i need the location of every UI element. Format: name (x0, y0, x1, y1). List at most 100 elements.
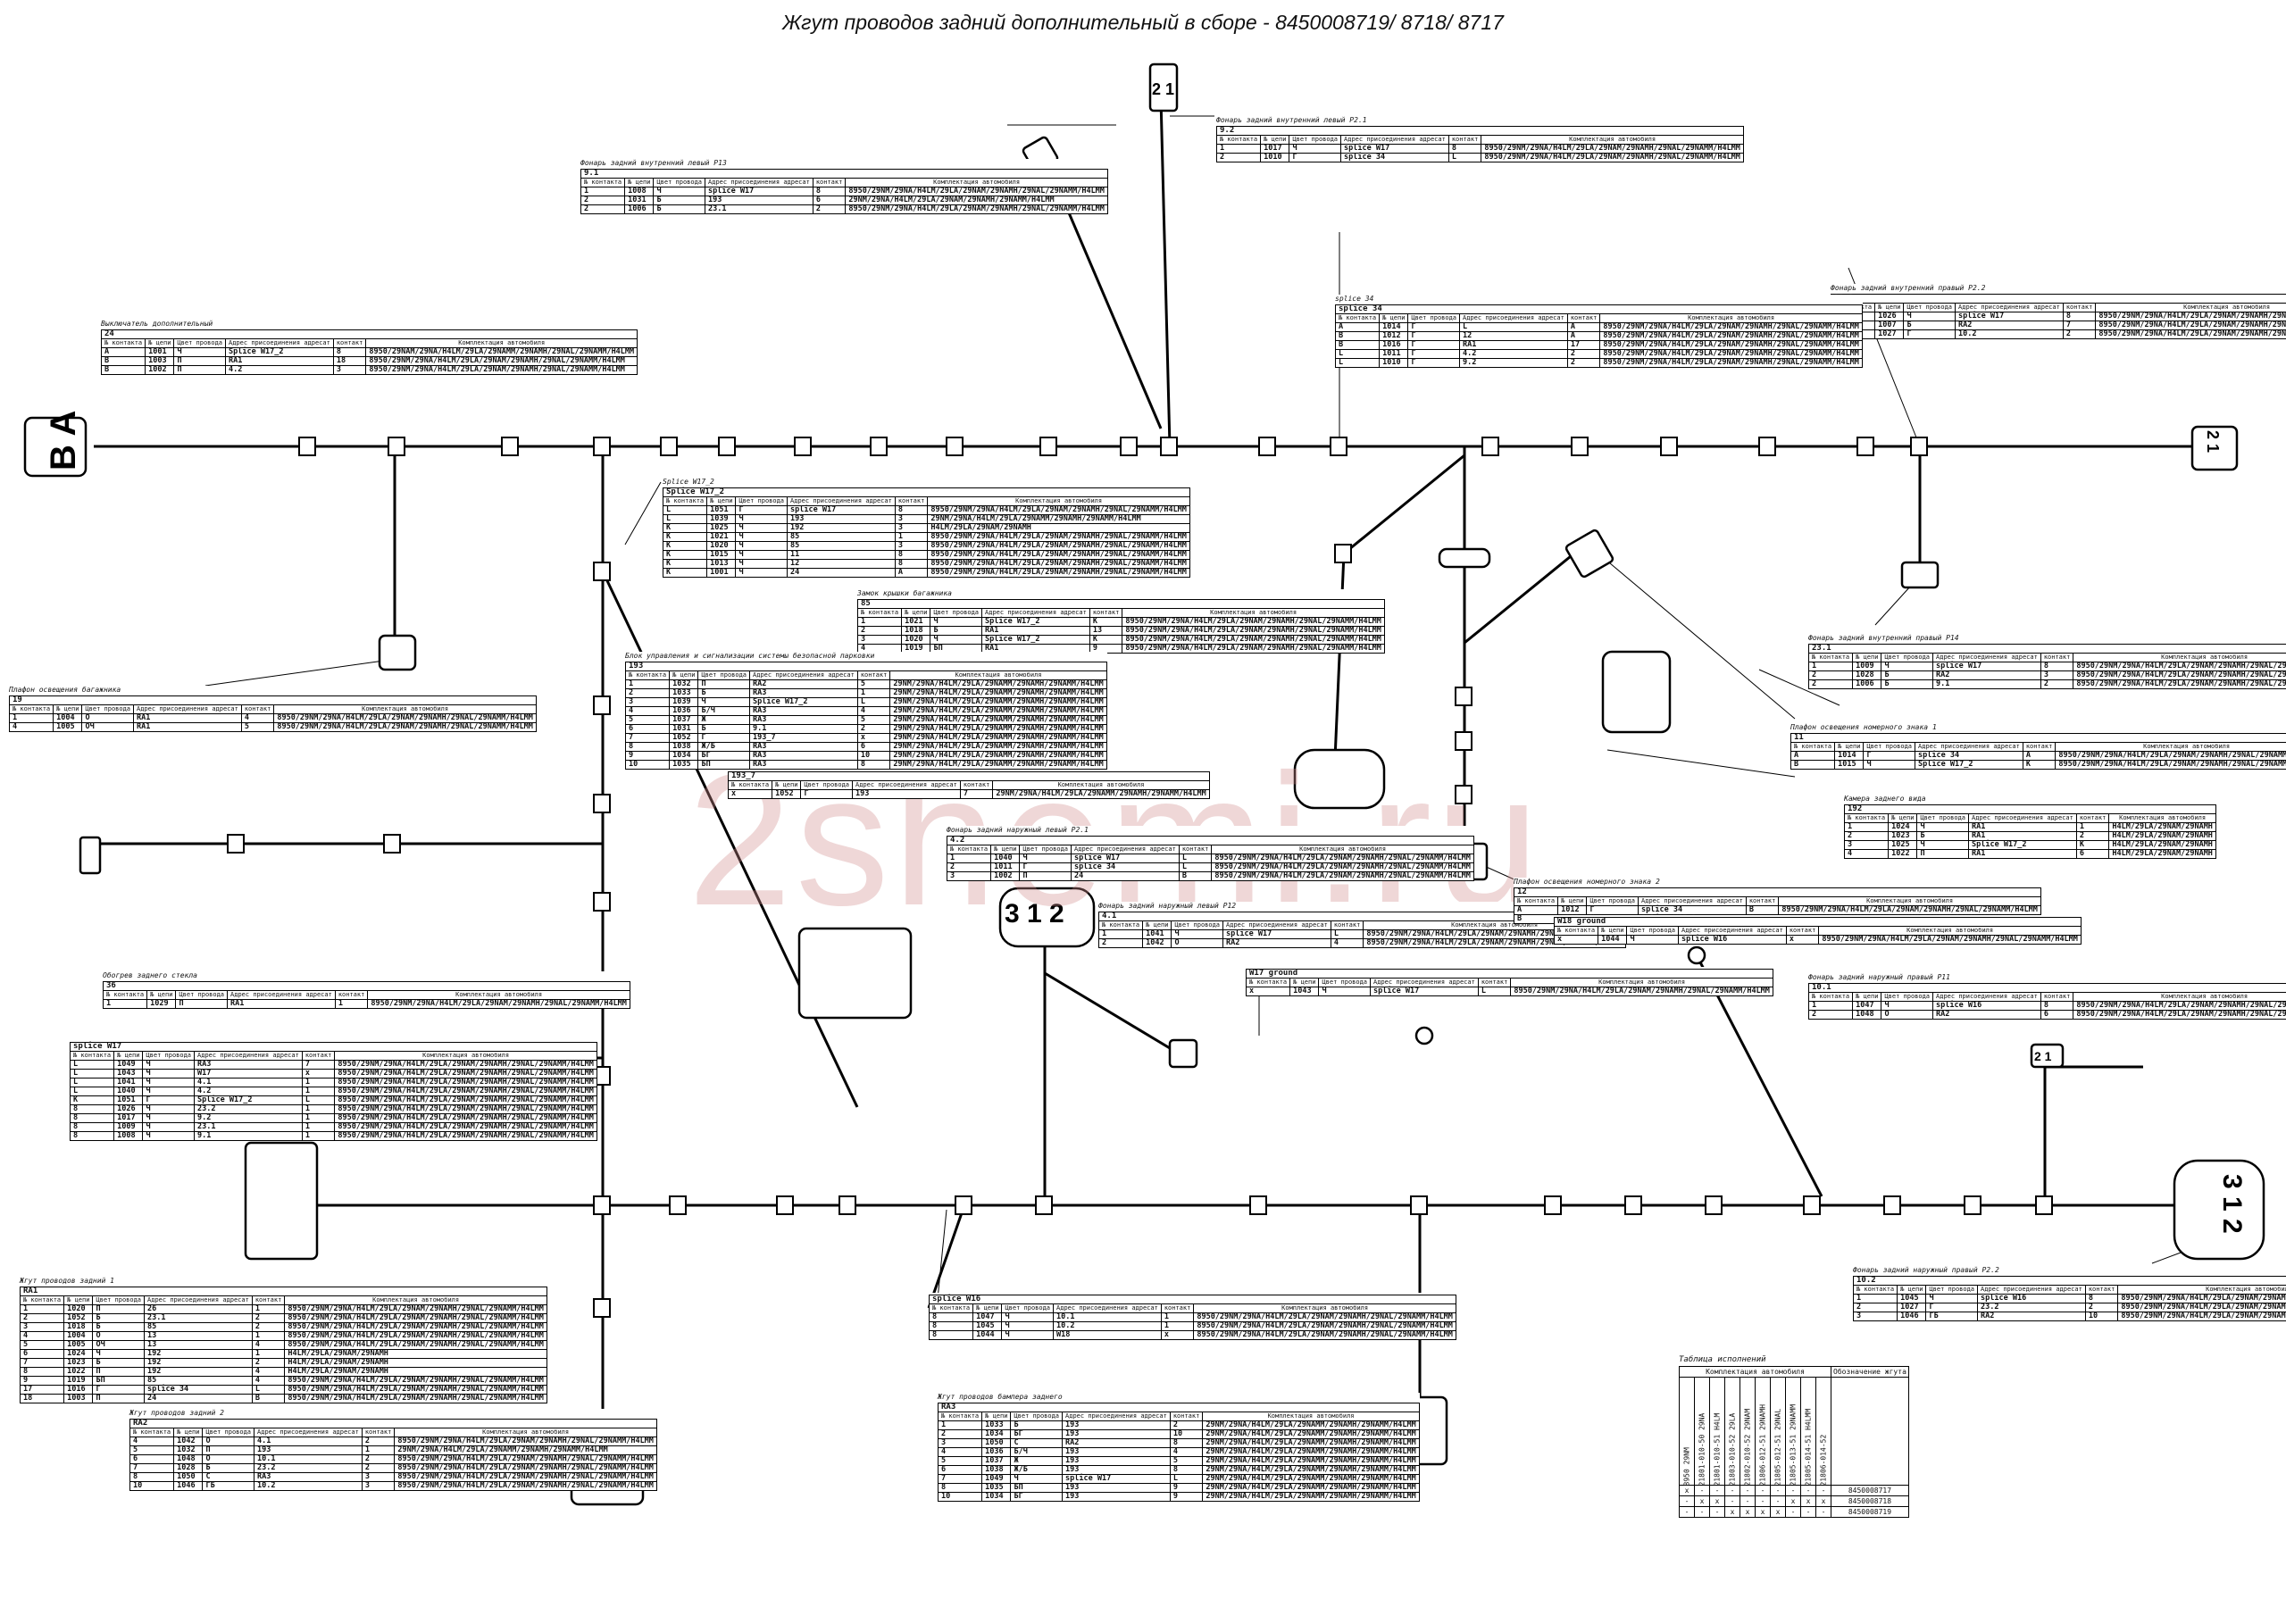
table-cell: Ч (142, 1078, 196, 1087)
table-header: Цвет провода (81, 704, 135, 714)
table-cell: 7 (624, 733, 671, 743)
table-header: Комплектация автомобиля (394, 1428, 657, 1437)
matrix-cell: - (1800, 1485, 1816, 1496)
table-cell: 9.1 (749, 724, 858, 734)
table-cell: RA2 (1955, 321, 2064, 330)
table-header: контакт (301, 1051, 336, 1061)
table-cell: Ч (1019, 854, 1072, 863)
table-cell: splice W17 (1932, 662, 2041, 671)
matrix-part-header: Обозначение жгута (1831, 1366, 1909, 1378)
table-cell: 29NM/29NA/H4LM/29LA/29NAMM/29NAMH/29NAMM… (889, 697, 1107, 707)
table-cell: 4.1 (194, 1078, 303, 1087)
matrix-cell: - (1740, 1485, 1756, 1496)
table-cell: 8950/29NM/29NA/H4LM/29LA/29NAM/29NAMH/29… (927, 532, 1190, 542)
table-cell: 1035 (981, 1483, 1012, 1493)
table-header: № цепи (1834, 742, 1865, 752)
table-cell: H4LM/29LA/29NAM/29NAMH (284, 1349, 547, 1359)
table-cell: 8950/29NM/29NA/H4LM/29LA/29NAM/29NAMH/29… (2095, 312, 2286, 321)
table-cell: 8950/29NM/29NA/H4LM/29LA/29NAM/29NAMH/29… (1599, 349, 1863, 359)
table-cell: L (1169, 1474, 1204, 1484)
matrix-cell: - (1770, 1495, 1786, 1507)
matrix-column-header: 21801-010-51 H4LM (1709, 1377, 1725, 1487)
table-cell: 10 (624, 760, 671, 770)
table-cell: splice W16 (1932, 1001, 2041, 1011)
table-cell: Ч (930, 617, 983, 627)
table-header: № контакта (624, 670, 671, 680)
table-cell: 8950/29NM/29NA/H4LM/29LA/29NAM/29NAMH/29… (1211, 862, 1474, 872)
table-cell: Ч (653, 187, 706, 196)
table-header: Адрес присоединения адресат (1053, 1303, 1162, 1313)
connector-right-rear-label: 3 1 2 (2217, 1174, 2247, 1234)
table-cell: 1037 (669, 715, 699, 725)
table-header: Цвет провода (92, 1295, 146, 1305)
table-header: Комплектация автомобиля (1202, 1412, 1420, 1421)
table-cell: RA1 (1968, 849, 2077, 859)
table-cell: 8950/29NM/29NA/H4LM/29LA/29NAM/29NAMH/29… (1122, 644, 1385, 654)
table-cell: 1052 (63, 1313, 94, 1323)
table-cell: 6 (19, 1349, 65, 1359)
table-cell: 29NM/29NA/H4LM/29LA/29NAMM/29NAMH/29NAMM… (889, 715, 1107, 725)
table-cell: 1009 (113, 1122, 144, 1132)
table-cell: 1002 (145, 365, 175, 375)
table-cell: В (1790, 760, 1836, 770)
table-cell: splice W17 (1340, 144, 1449, 154)
table-header: Цвет провода (1881, 653, 1934, 662)
table-cell: 192 (144, 1358, 253, 1368)
table-cell: 1040 (113, 1087, 144, 1096)
table-cell: 8950/29NM/29NA/H4LM/29LA/29NAM/29NAMH/29… (1481, 144, 1744, 154)
table-header: контакт (812, 178, 847, 187)
table-cell: К (662, 523, 708, 533)
table-cell: 193 (1062, 1456, 1171, 1466)
table-cell: 18 (19, 1394, 65, 1403)
table-cell: 1034 (669, 751, 699, 761)
table-cell: RA2 (1977, 1312, 2086, 1321)
table-cell: О (202, 1437, 255, 1446)
table-cell: Ч (1289, 144, 1342, 154)
table-header: Комплектация автомобиля (284, 1295, 547, 1305)
table-cell: Ч (1001, 1321, 1055, 1331)
table-cell: Г (1407, 358, 1461, 368)
table-cell: RA1 (1968, 822, 2077, 832)
table-caption: Жгут проводов бампера заднего (938, 1393, 1063, 1401)
table-id: 23.2 (1831, 294, 2286, 304)
table-cell: 8 (894, 505, 929, 515)
table-cell: Ч (1925, 1294, 1979, 1303)
table-cell: 8 (129, 1472, 175, 1482)
table-caption: Плафон освещения номерного знака 2 (1514, 878, 1660, 886)
table-header: контакт (2084, 1285, 2119, 1295)
table-id: 24 (100, 329, 638, 339)
table-header: Цвет провода (1001, 1303, 1055, 1313)
table-cell: 1022 (1888, 849, 1918, 859)
table-cell: 1033 (669, 688, 699, 698)
table-cell: 1043 (1289, 987, 1320, 996)
matrix-row: x---------8450008717 (1679, 1485, 1909, 1496)
table-header: Цвет провода (1019, 845, 1072, 854)
table-cell: 8950/29NM/29NA/H4LM/29LA/29NAM/29NAMH/29… (2055, 760, 2286, 770)
connector-right-mid-label: 2 1 (2034, 1049, 2052, 1063)
table-header: Комплектация автомобиля (1193, 1303, 1456, 1313)
table-cell: Ч (735, 514, 788, 524)
table-cell: 8950/29NM/29NA/H4LM/29LA/29NAM/29NAMH/29… (1599, 340, 1863, 350)
matrix-cell: - (1785, 1485, 1801, 1496)
table-header: № цепи (772, 780, 802, 790)
table-cell: Ч (1171, 929, 1224, 939)
table-cell: П (1916, 849, 1970, 859)
table-cell: 7 (959, 789, 994, 799)
table-cell: 1042 (1142, 938, 1172, 948)
table-cell: 1016 (63, 1385, 94, 1395)
table-header: Комплектация автомобиля (2073, 653, 2286, 662)
table-cell: 1 (301, 1078, 336, 1087)
table-cell: 1006 (1852, 679, 1882, 689)
